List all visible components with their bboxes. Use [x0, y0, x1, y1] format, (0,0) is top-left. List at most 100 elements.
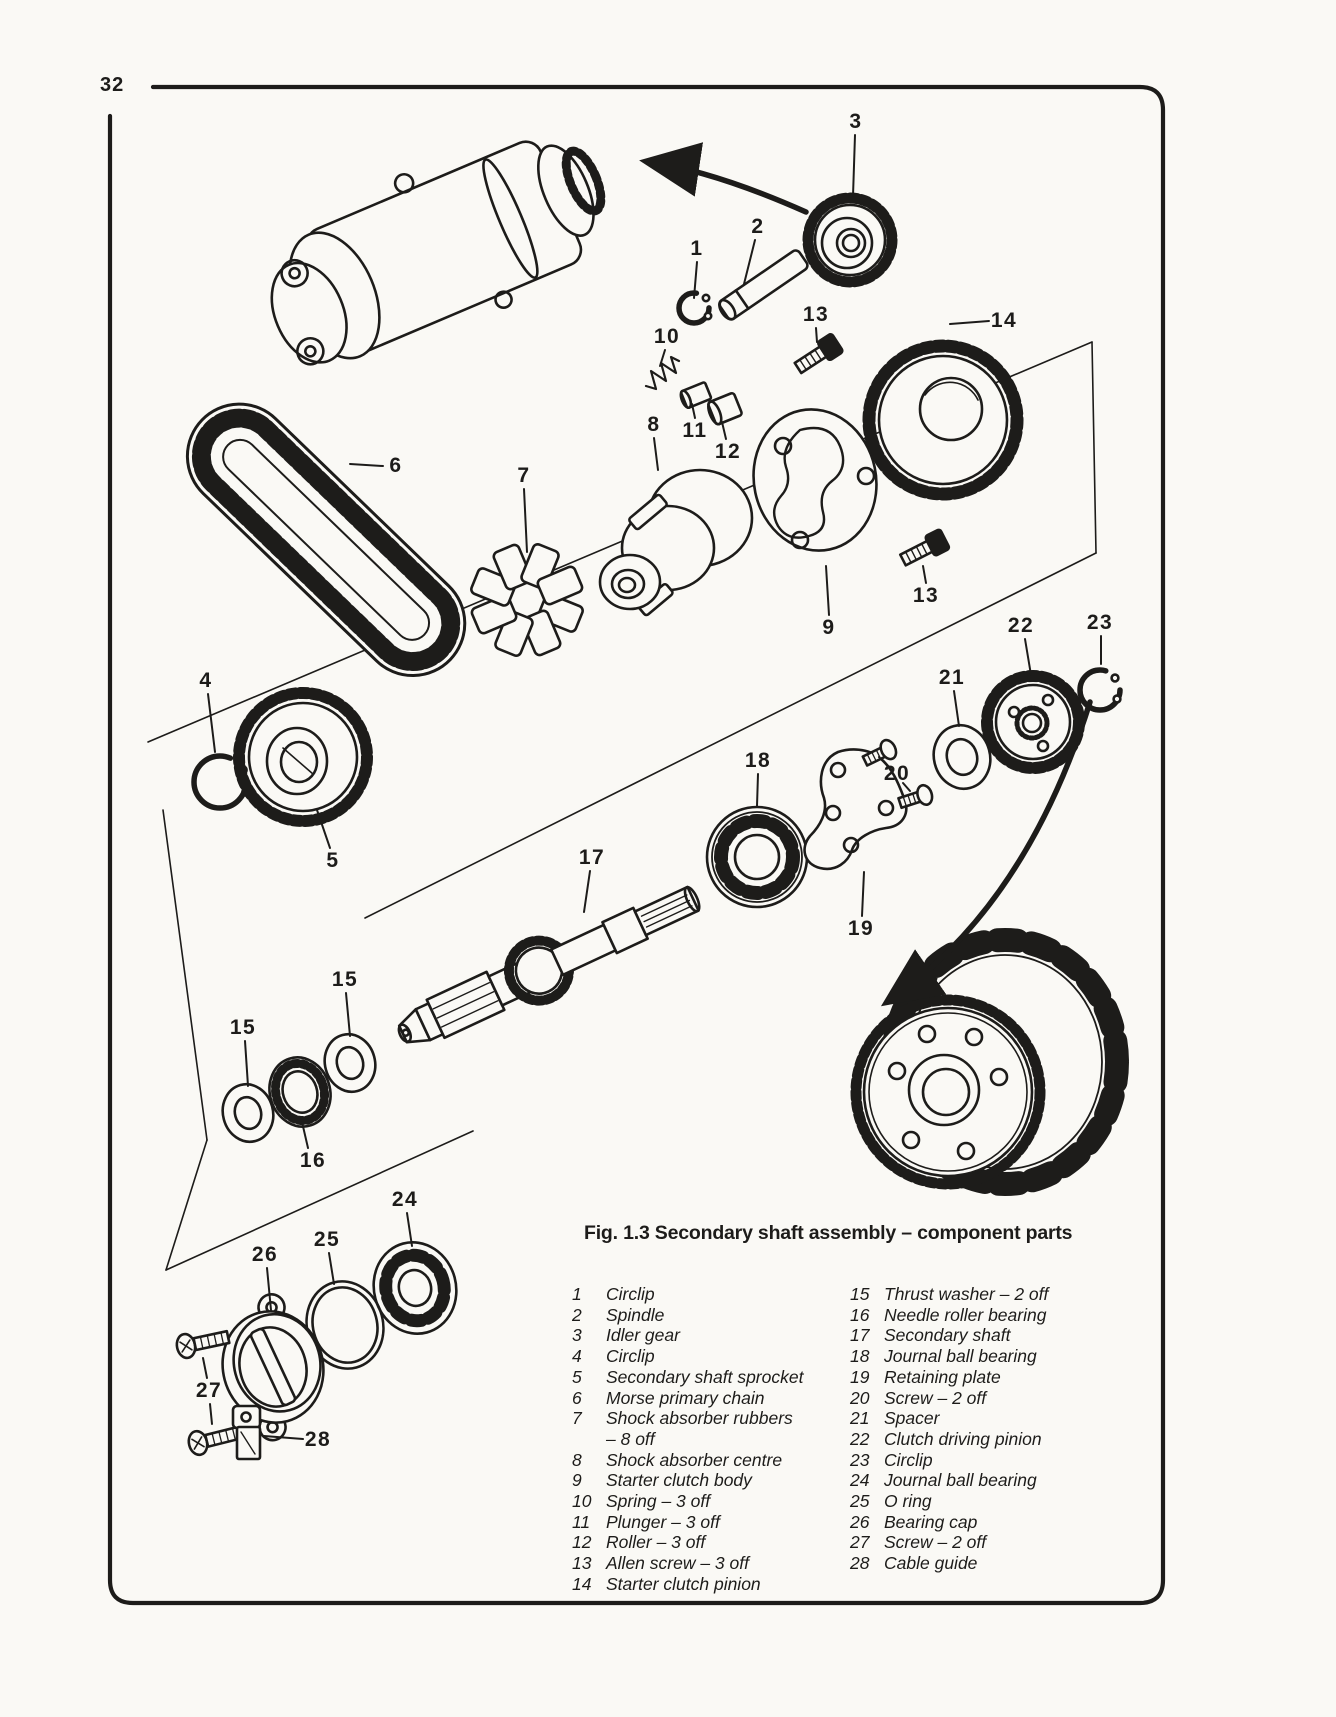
idler-gear [802, 192, 898, 288]
shock-absorber-rubbers [470, 543, 584, 657]
callout-leader-line [825, 565, 830, 616]
callout-number: 10 [653, 325, 681, 348]
roller [707, 391, 743, 426]
part-row: 11 Plunger – 3 off [572, 1512, 842, 1533]
part-label: Shock absorber rubbers [606, 1408, 793, 1429]
callout-number: 25 [313, 1228, 341, 1251]
part-label: Journal ball bearing [884, 1470, 1037, 1491]
callout-leader-line [953, 690, 960, 727]
callout-leader-line [878, 756, 889, 767]
callout-number: 7 [517, 464, 531, 487]
part-label: Journal ball bearing [884, 1346, 1037, 1367]
clutch-drum [850, 928, 1129, 1196]
callout-number: 2 [751, 215, 765, 238]
thrust-washer-left [221, 1082, 275, 1144]
journal-ball-bearing-18 [705, 805, 809, 909]
callout-number: 1 [690, 237, 704, 260]
screw-27a [175, 1329, 231, 1360]
callout-number: 13 [912, 584, 940, 607]
callout-number: 23 [1086, 611, 1114, 634]
circlip-1 [676, 290, 713, 326]
part-label: Thrust washer – 2 off [884, 1284, 1049, 1304]
part-number: 5 [572, 1366, 582, 1387]
part-label: Bearing cap [884, 1511, 978, 1532]
part-number: 28 [850, 1553, 870, 1574]
callout-leader-line [207, 693, 216, 753]
part-label: Plunger – 3 off [606, 1511, 720, 1532]
callout-leader-line [266, 1267, 272, 1311]
callout-number: 15 [229, 1016, 257, 1039]
callout-number: 11 [682, 419, 708, 442]
callout-leader-line [1024, 638, 1032, 676]
callout-number: 8 [647, 413, 661, 436]
callout-leader-line [721, 421, 727, 440]
part-label: Starter clutch body [606, 1470, 752, 1491]
callout-number: 6 [389, 454, 403, 477]
retaining-plate [803, 748, 908, 871]
part-number: 4 [572, 1346, 582, 1367]
part-label: Roller – 3 off [606, 1532, 706, 1553]
callout-number: 4 [199, 669, 213, 692]
part-label: Starter clutch pinion [606, 1573, 761, 1594]
screw-20b [897, 783, 934, 810]
callout-leader-line [756, 773, 759, 807]
assembly-arrow-idler-to-motor [639, 142, 809, 215]
part-number: 12 [572, 1532, 592, 1553]
part-row: 8 Shock absorber centre [572, 1450, 842, 1471]
callout-number: 12 [714, 440, 742, 463]
part-label: Morse primary chain [606, 1387, 765, 1408]
part-number: 15 [850, 1284, 870, 1304]
callout-leader-line [316, 809, 331, 849]
callout-leader-line [691, 403, 696, 419]
part-number: 1 [572, 1284, 582, 1304]
allen-screw-1 [793, 333, 844, 375]
part-row: 15 Thrust washer – 2 off [850, 1284, 1130, 1305]
spring [644, 355, 681, 391]
part-number: 24 [850, 1470, 870, 1491]
part-number: 9 [572, 1470, 582, 1491]
allen-screw-2 [898, 528, 951, 567]
part-number: 20 [850, 1387, 870, 1408]
part-label: Screw – 2 off [884, 1532, 987, 1553]
cable-guide [231, 1404, 262, 1461]
secondary-shaft-sprocket [233, 687, 373, 827]
thrust-washer-right [323, 1032, 377, 1094]
part-label: Shock absorber centre [606, 1449, 783, 1470]
part-label: Secondary shaft sprocket [606, 1366, 804, 1387]
journal-ball-bearing-24 [372, 1241, 458, 1335]
part-number: 8 [572, 1449, 582, 1470]
callout-number: 3 [849, 110, 863, 133]
part-label: Clutch driving pinion [884, 1428, 1042, 1449]
part-number: 27 [850, 1532, 870, 1553]
part-number: 18 [850, 1346, 870, 1367]
callout-leader-line [263, 1435, 304, 1440]
part-number: 11 [572, 1511, 591, 1532]
callout-leader-line [345, 992, 351, 1037]
part-number: 25 [850, 1491, 870, 1512]
callout-number: 9 [822, 616, 836, 639]
figure-border [107, 84, 1166, 1606]
part-label: – 8 off [606, 1428, 655, 1449]
callout-leader-line [244, 1040, 249, 1087]
callout-leader-line [922, 565, 927, 584]
callout-leader-line [815, 327, 818, 343]
callout-number: 17 [578, 846, 606, 869]
part-number: 6 [572, 1387, 582, 1408]
part-number: 7 [572, 1408, 582, 1429]
needle-roller-bearing [268, 1056, 332, 1128]
callout-leader-line [406, 1212, 413, 1247]
bearing-cap [221, 1293, 325, 1442]
part-row: 6 Morse primary chain [572, 1388, 842, 1409]
callout-number: 22 [1007, 614, 1035, 637]
part-number: 3 [572, 1325, 582, 1346]
callout-number: 21 [938, 666, 966, 689]
